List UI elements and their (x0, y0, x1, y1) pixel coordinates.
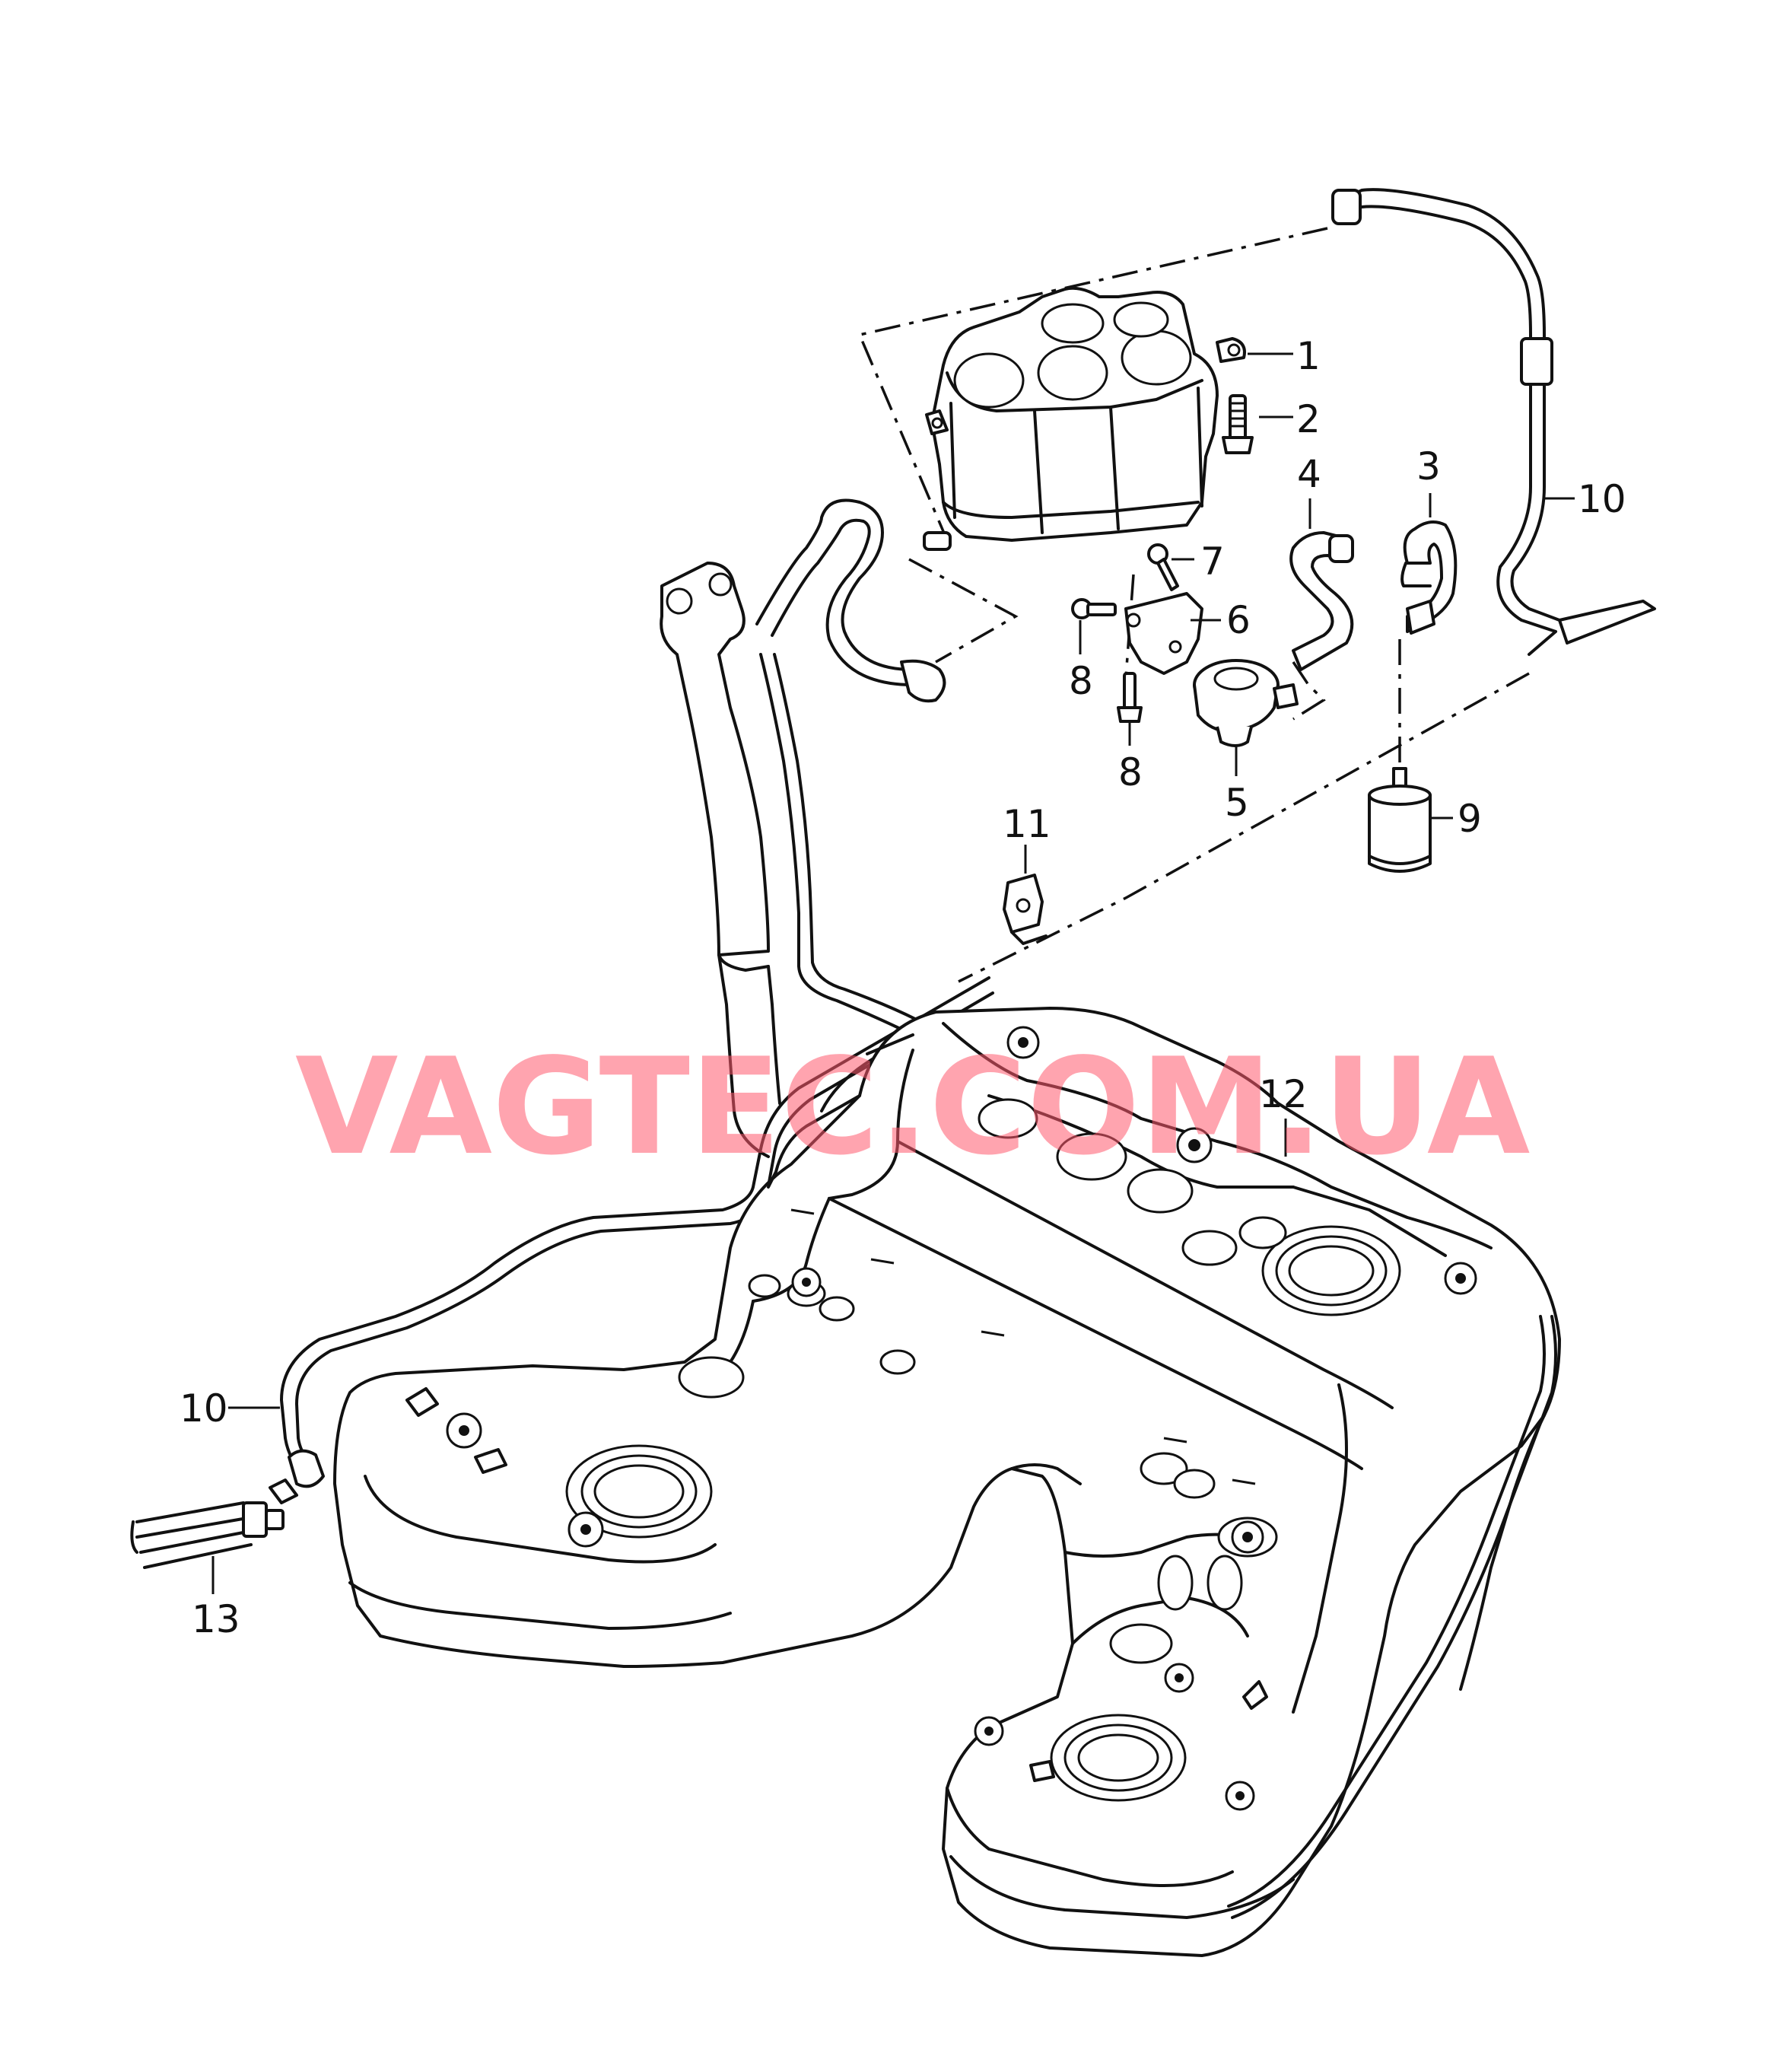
callout-10-b: 10 (180, 1386, 228, 1431)
clip-11 (1003, 874, 1048, 945)
vent-line-10-upper (1331, 188, 1656, 656)
callout-2: 2 (1296, 397, 1321, 441)
tank-opening-right (1261, 1225, 1401, 1316)
assembly-line-long (958, 672, 1530, 983)
fuel-line-10-lower (269, 976, 994, 1504)
charcoal-canister (923, 286, 1246, 551)
tank-mount-bosses (446, 1026, 1477, 1811)
tank-opening-left (565, 1444, 713, 1539)
fuel-tank-12 (333, 1007, 1561, 1957)
screw-7 (1147, 543, 1179, 591)
callout-1: 1 (1296, 334, 1321, 378)
line-ends-13 (130, 1501, 285, 1569)
canister-perforations (953, 301, 1192, 409)
screw-8-left (1071, 598, 1117, 619)
callout-8-b: 8 (1118, 750, 1143, 794)
callout-5: 5 (1225, 781, 1249, 825)
callout-11: 11 (1003, 802, 1051, 846)
bracket-6 (1124, 592, 1203, 675)
hose-4 (1289, 531, 1354, 671)
callout-6: 6 (1226, 598, 1251, 642)
valve-5 (1193, 659, 1299, 747)
watermark: VAGTEC.COM.UA (295, 1030, 1530, 1185)
leader-lines (211, 352, 1575, 1594)
assembly-line-valve (1292, 661, 1326, 721)
callout-7: 7 (1200, 539, 1225, 584)
callout-10-a: 10 (1578, 477, 1626, 521)
tank-opening-bottom (1050, 1714, 1187, 1802)
callout-9: 9 (1458, 797, 1482, 841)
fuel-filter-9 (1368, 767, 1432, 873)
callout-4: 4 (1297, 452, 1321, 496)
callout-8-a: 8 (1069, 659, 1093, 703)
assembly-line-top (857, 227, 1328, 541)
screw-8-lower (1117, 672, 1143, 723)
filler-neck (660, 562, 918, 1158)
bolt-2 (1222, 394, 1254, 454)
vent-hose-upper (755, 498, 946, 703)
hose-3 (1400, 520, 1458, 635)
callout-3: 3 (1416, 444, 1441, 489)
callout-12: 12 (1259, 1072, 1308, 1116)
callout-13: 13 (192, 1597, 240, 1641)
assembly-line-hose (908, 558, 1019, 664)
